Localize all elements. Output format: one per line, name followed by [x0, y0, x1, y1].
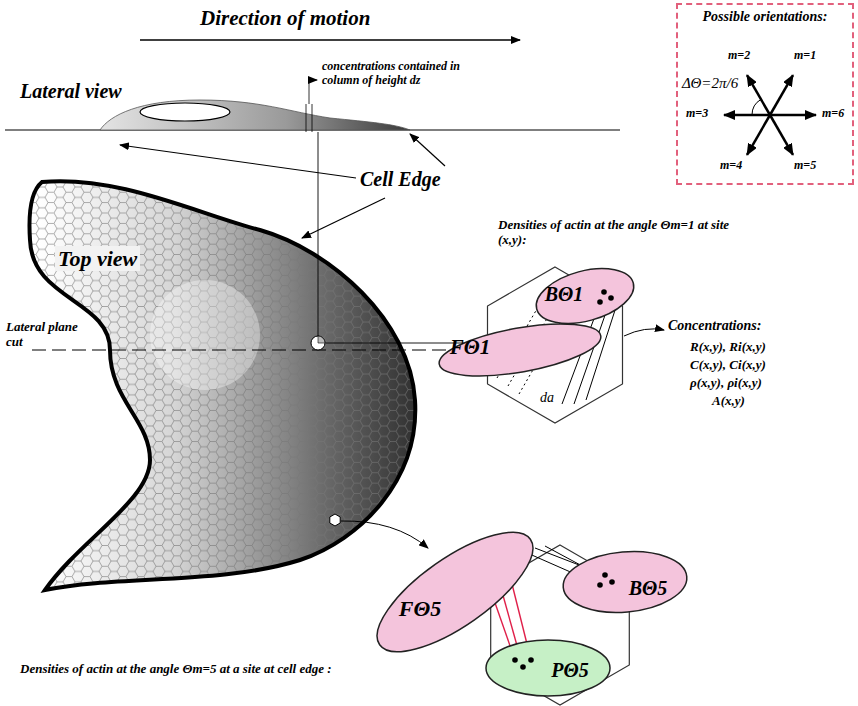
ellipse-outline — [486, 640, 610, 696]
filament-end — [597, 299, 603, 305]
angle-label: ΔΘ=2π/6 — [682, 75, 738, 92]
angle-arc — [752, 99, 761, 115]
concentration-label: R(x,y), Ri(x,y) — [690, 340, 766, 355]
orientation-arrow — [770, 114, 816, 117]
orientation-arrow — [770, 75, 793, 115]
density-symbol: FΘ1 — [450, 336, 491, 359]
annotation-label: Densities of actin at the angle Θm=1 at … — [498, 218, 734, 248]
hex-grid — [30, 181, 416, 590]
actin-density-ellipse: PΘ5 — [486, 638, 610, 698]
orientation-arrow — [747, 115, 770, 155]
legend-heading: Possible orientations: — [678, 9, 852, 24]
ellipse-shape — [560, 548, 690, 616]
orientation-label: m=2 — [728, 49, 750, 62]
cell-outline — [30, 181, 416, 590]
column-line — [312, 104, 313, 132]
density-symbol: BΘ5 — [629, 577, 668, 599]
annotation-label: concentrations contained in column of he… — [322, 60, 500, 88]
view-label: Top view — [55, 246, 140, 271]
filament-end — [608, 295, 614, 301]
orientation-label: m=6 — [822, 107, 844, 120]
concentration-label: ρ(x,y), ρi(x,y) — [690, 376, 762, 391]
orientation-label: m=5 — [794, 159, 816, 172]
pointer-arrow — [410, 134, 445, 166]
list-heading: Concentrations: — [668, 318, 761, 334]
filament-end — [520, 664, 526, 670]
orientation-arrow — [770, 115, 793, 155]
area-label: da — [540, 390, 554, 406]
filament-end — [597, 582, 603, 588]
cell-body — [30, 181, 416, 590]
orientation-label: m=3 — [686, 107, 708, 120]
actin-density-ellipse: BΘ5 — [560, 548, 690, 616]
leader-line — [309, 80, 317, 104]
pointer-arrow — [302, 198, 385, 238]
nucleus-profile — [140, 103, 230, 121]
actin-density-ellipse: FΘ1 — [430, 315, 610, 385]
pointer-arrow — [120, 145, 356, 178]
filament-end — [528, 657, 534, 663]
density-symbol: FΘ5 — [399, 597, 441, 621]
filament-end — [609, 579, 615, 585]
column-line — [306, 104, 307, 132]
density-symbol: BΘ1 — [545, 283, 584, 305]
annotation-label: Densities of actin at the angle Θm=5 at … — [20, 662, 376, 677]
concentration-label: A(x,y) — [712, 394, 745, 409]
actin-density-ellipse: BΘ1 — [530, 262, 640, 330]
ellipse-shape — [365, 527, 545, 657]
filament-end — [512, 657, 518, 663]
orientation-label: m=1 — [794, 49, 816, 62]
part-label: Cell Edge — [360, 168, 441, 191]
filament-end — [602, 572, 608, 578]
column-leader — [318, 132, 319, 336]
orientation-star — [678, 5, 852, 183]
pointer-arrow — [624, 329, 664, 336]
plane-cut-line — [32, 349, 484, 350]
site-marker — [318, 336, 325, 343]
density-symbol: PΘ5 — [551, 659, 588, 681]
actin-density-ellipse: FΘ5 — [365, 527, 545, 657]
edge-site-marker — [330, 514, 340, 526]
figure-heading: Direction of motion — [200, 6, 370, 30]
ellipse-outline — [530, 259, 640, 333]
concentration-label: C(x,y), Ci(x,y) — [690, 358, 766, 373]
cell-profile — [100, 100, 410, 130]
site-marker — [311, 336, 325, 350]
nucleus — [150, 280, 260, 390]
ellipse-outline — [435, 314, 604, 386]
zoom-arrow — [341, 521, 428, 548]
ellipse-shape — [486, 638, 610, 698]
ellipse-outline — [561, 547, 690, 618]
annotation-label: Lateral plane cut — [6, 320, 92, 350]
orientation-arrow — [747, 75, 770, 115]
orientation-arrow — [724, 114, 770, 117]
filament-end — [601, 289, 607, 295]
motion-arrow — [140, 39, 520, 41]
legend-box: Possible orientations: ΔΘ=2π/6 m=1 m=2 m=3 m=… — [676, 3, 854, 185]
orientation-label: m=4 — [720, 159, 742, 172]
view-label: Lateral view — [20, 80, 122, 103]
